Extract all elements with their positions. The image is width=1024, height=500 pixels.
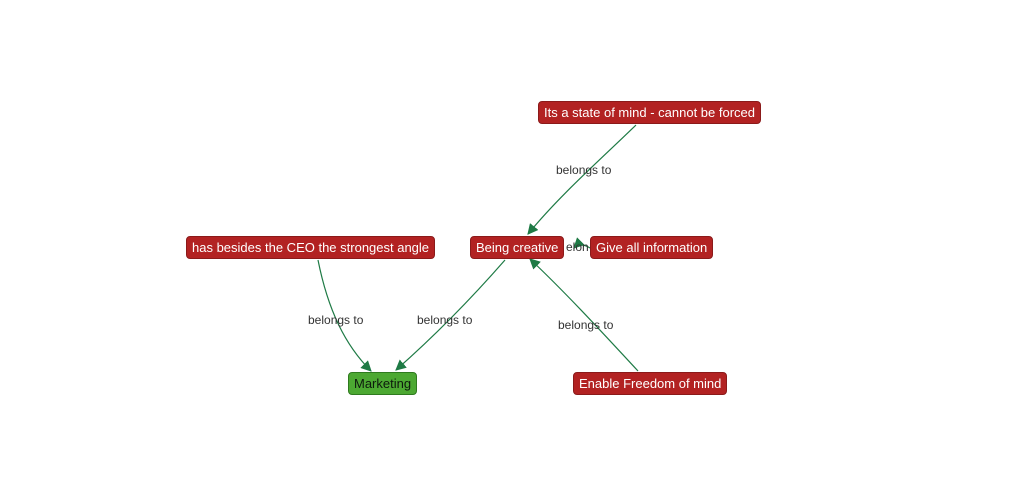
edge-label-freedom-to-creative: belongs to (558, 318, 614, 332)
edge-info-to-creative[interactable] (573, 237, 591, 249)
edge-label-creative-to-marketing: belongs to (417, 313, 473, 327)
node-enable-freedom[interactable]: Enable Freedom of mind (573, 372, 728, 395)
node-being-creative[interactable]: Being creative (470, 236, 565, 259)
node-state-of-mind[interactable]: Its a state of mind - cannot be forced (538, 101, 762, 124)
node-marketing[interactable]: Marketing (348, 372, 418, 395)
edge-state-to-creative[interactable] (527, 124, 637, 235)
edge-besides-to-marketing[interactable] (317, 259, 372, 372)
edge-freedom-to-creative[interactable] (529, 258, 639, 372)
edge-creative-to-marketing[interactable] (395, 259, 506, 371)
edge-label-state-to-creative: belongs to (556, 163, 612, 177)
node-give-all-information[interactable]: Give all information (590, 236, 714, 259)
node-besides-ceo[interactable]: has besides the CEO the strongest angle (186, 236, 436, 259)
edge-label-besides-to-marketing: belongs to (308, 313, 364, 327)
edge-label-info-to-creative: elon (566, 240, 589, 254)
